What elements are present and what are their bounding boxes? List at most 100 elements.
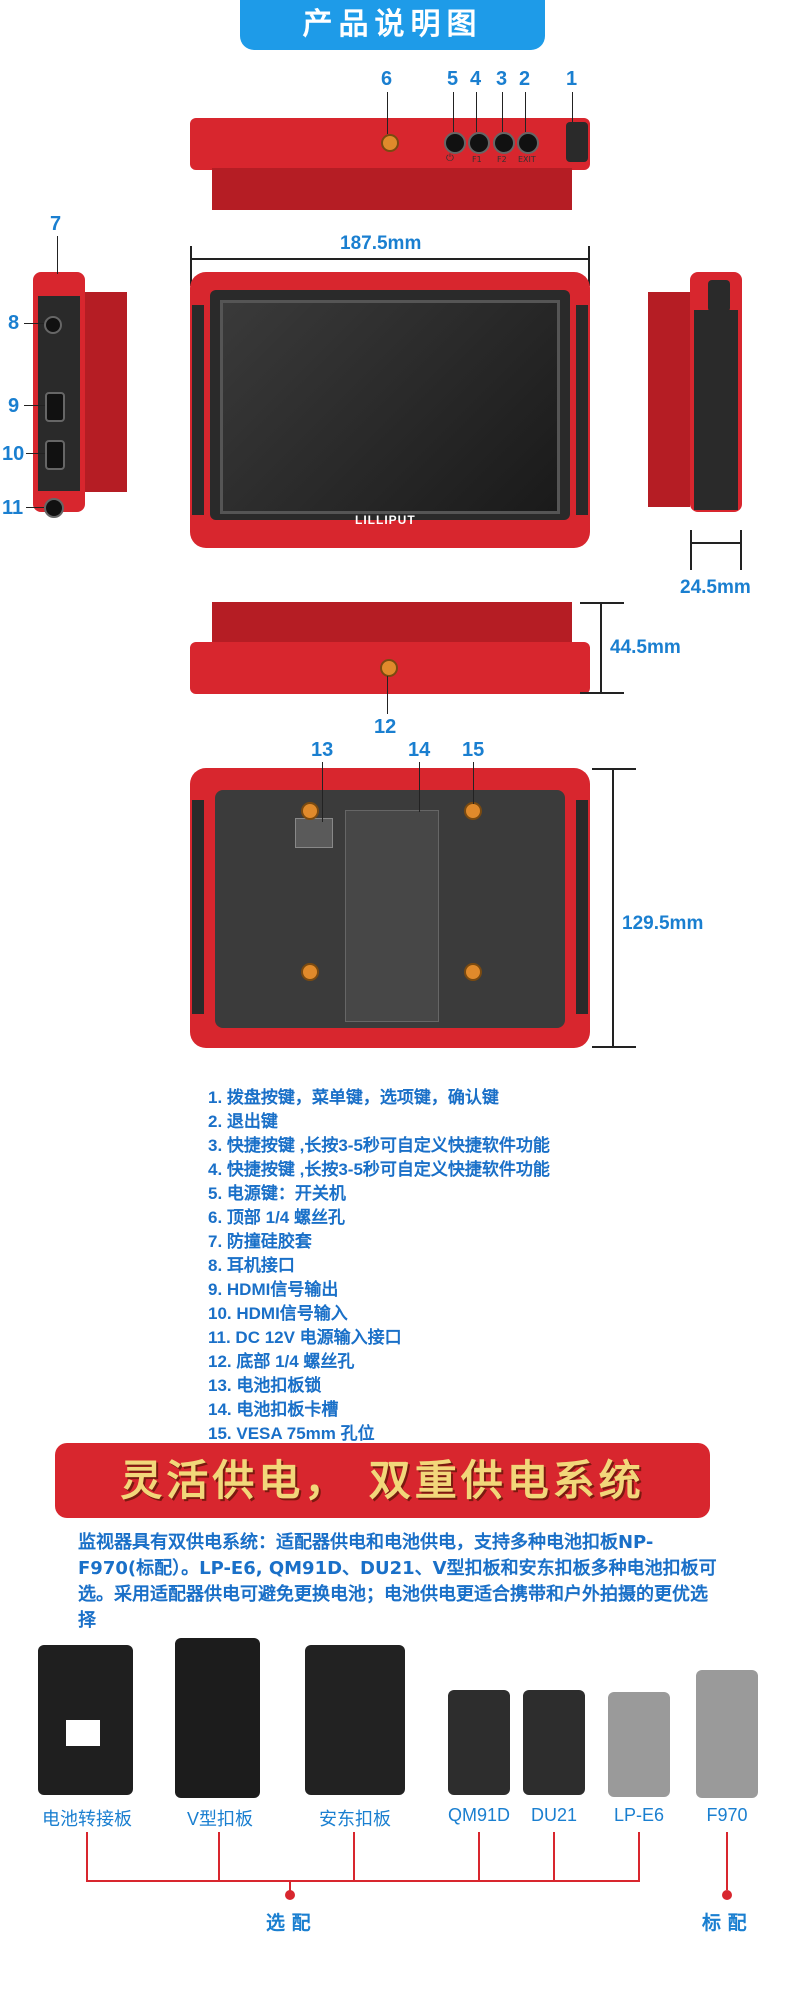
exit-label: EXIT (518, 155, 536, 164)
battery-plate-slot (345, 810, 439, 1022)
f1-label: F1 (472, 155, 482, 164)
optional-bracket-drop-5 (553, 1832, 555, 1882)
callout-7-line (57, 236, 58, 274)
optional-bracket-drop-2 (218, 1832, 220, 1882)
vesa-hole-tl (301, 802, 319, 820)
callout-3: 3 (496, 68, 508, 90)
callout-4-line (476, 92, 477, 132)
v-mount-plate-image (175, 1638, 260, 1798)
callout-11: 11 (2, 497, 24, 519)
plate-label-v-mount: V型扣板 (186, 1809, 253, 1829)
power-button-label: ⏻ (446, 153, 454, 164)
callout-10: 10 (2, 443, 25, 465)
width-dimension-line (190, 258, 590, 260)
depth-tick-left (690, 530, 692, 570)
power-description: 监视器具有双供电系统：适配器供电和电池供电，支持多种电池扣板NP-F970(标配… (78, 1532, 717, 1631)
sunhood-tick-bottom (580, 692, 624, 694)
page-title: 产品说明图 (240, 0, 545, 50)
callout-11-line (26, 507, 44, 508)
callout-8-line (24, 323, 44, 324)
battery-plate-lock (295, 818, 333, 848)
sunhood-dimension-label: 44.5mm (610, 637, 681, 658)
front-bumper-right (576, 305, 588, 515)
depth-dimension-line (690, 542, 742, 544)
top-screw-hole (381, 134, 399, 152)
callout-15-line (473, 762, 474, 804)
f2-label: F2 (497, 155, 507, 164)
optional-dot (285, 1890, 295, 1900)
f1-button (468, 132, 490, 154)
callout-5: 5 (447, 68, 459, 90)
callout-5-line (453, 92, 454, 132)
callout-12-line (387, 676, 388, 714)
power-button (444, 132, 466, 154)
brand-logo: LILLIPUT (355, 513, 416, 527)
legend-item: 4. 快捷按键 ,长按3-5秒可自定义快捷软件功能 (208, 1160, 550, 1179)
headphone-jack (44, 316, 62, 334)
standard-stem (726, 1832, 728, 1890)
f2-button (493, 132, 515, 154)
callout-14: 14 (408, 739, 431, 761)
dc-power-port (44, 498, 64, 518)
feature-legend: 1. 拨盘按键，菜单键，选项键，确认键 2. 退出键 3. 快捷按键 ,长按3-… (208, 1086, 768, 1446)
depth-dimension-label: 24.5mm (680, 577, 751, 598)
optional-bracket-drop-3 (353, 1832, 355, 1882)
callout-2: 2 (519, 68, 531, 90)
vesa-hole-bl (301, 963, 319, 981)
legend-item: 10. HDMI信号输入 (208, 1304, 348, 1323)
callout-10-line (26, 453, 45, 454)
width-tick-left (190, 246, 192, 286)
vesa-hole-tr (464, 802, 482, 820)
callout-3-line (502, 92, 503, 132)
legend-item: 13. 电池扣板锁 (208, 1376, 322, 1395)
callout-14-line (419, 762, 420, 812)
exit-button (517, 132, 539, 154)
qm91d-plate-image (448, 1690, 510, 1795)
height-dimension-line (612, 768, 614, 1048)
plate-label-qm91d: QM91D (447, 1805, 510, 1825)
optional-bracket-stem (289, 1880, 291, 1894)
standard-dot (722, 1890, 732, 1900)
callout-8: 8 (8, 312, 20, 334)
plate-label-f970: F970 (706, 1805, 748, 1825)
vesa-hole-br (464, 963, 482, 981)
legend-item: 11. DC 12V 电源输入接口 (208, 1328, 402, 1347)
legend-item: 3. 快捷按键 ,长按3-5秒可自定义快捷软件功能 (208, 1136, 550, 1155)
legend-item: 1. 拨盘按键，菜单键，选项键，确认键 (208, 1088, 499, 1107)
top-view-hood (212, 168, 572, 210)
hdmi-out-port (45, 392, 65, 422)
legend-item: 2. 退出键 (208, 1112, 278, 1131)
plate-label-adapter: 电池转接板 (42, 1809, 132, 1829)
plate-label-lpe6: LP-E6 (613, 1805, 665, 1825)
back-bumper-left (192, 800, 204, 1014)
back-bumper-right (576, 800, 588, 1014)
sunhood-tick-top (580, 602, 624, 604)
standard-label: 标 配 (702, 1912, 747, 1934)
legend-item: 6. 顶部 1/4 螺丝孔 (208, 1208, 345, 1227)
legend-item: 5. 电源键：开关机 (208, 1184, 346, 1203)
power-banner (55, 1443, 710, 1518)
legend-item: 9. HDMI信号输出 (208, 1280, 339, 1299)
height-dimension-label: 129.5mm (622, 913, 704, 934)
callout-1-line (572, 92, 573, 122)
right-side-hood (648, 292, 690, 507)
du21-plate-image (523, 1690, 585, 1795)
optional-bracket-drop-1 (86, 1832, 88, 1882)
callout-2-line (525, 92, 526, 132)
right-side-panel (694, 310, 738, 510)
callout-4: 4 (470, 68, 482, 90)
sunhood-dimension-line (600, 602, 602, 694)
callout-6-line (387, 92, 388, 134)
hdmi-in-port (45, 440, 65, 470)
callout-7: 7 (50, 213, 62, 235)
callout-13: 13 (311, 739, 334, 761)
callout-6: 6 (381, 68, 393, 90)
width-tick-right (588, 246, 590, 286)
callout-12: 12 (374, 716, 397, 738)
optional-bracket-bar (86, 1880, 640, 1882)
width-dimension-label: 187.5mm (340, 233, 422, 254)
optional-bracket-drop-6 (638, 1832, 640, 1882)
optional-label: 选 配 (266, 1912, 311, 1934)
monitor-screen (220, 300, 560, 514)
power-banner-title: 灵活供电， 双重供电系统 (120, 1456, 645, 1505)
